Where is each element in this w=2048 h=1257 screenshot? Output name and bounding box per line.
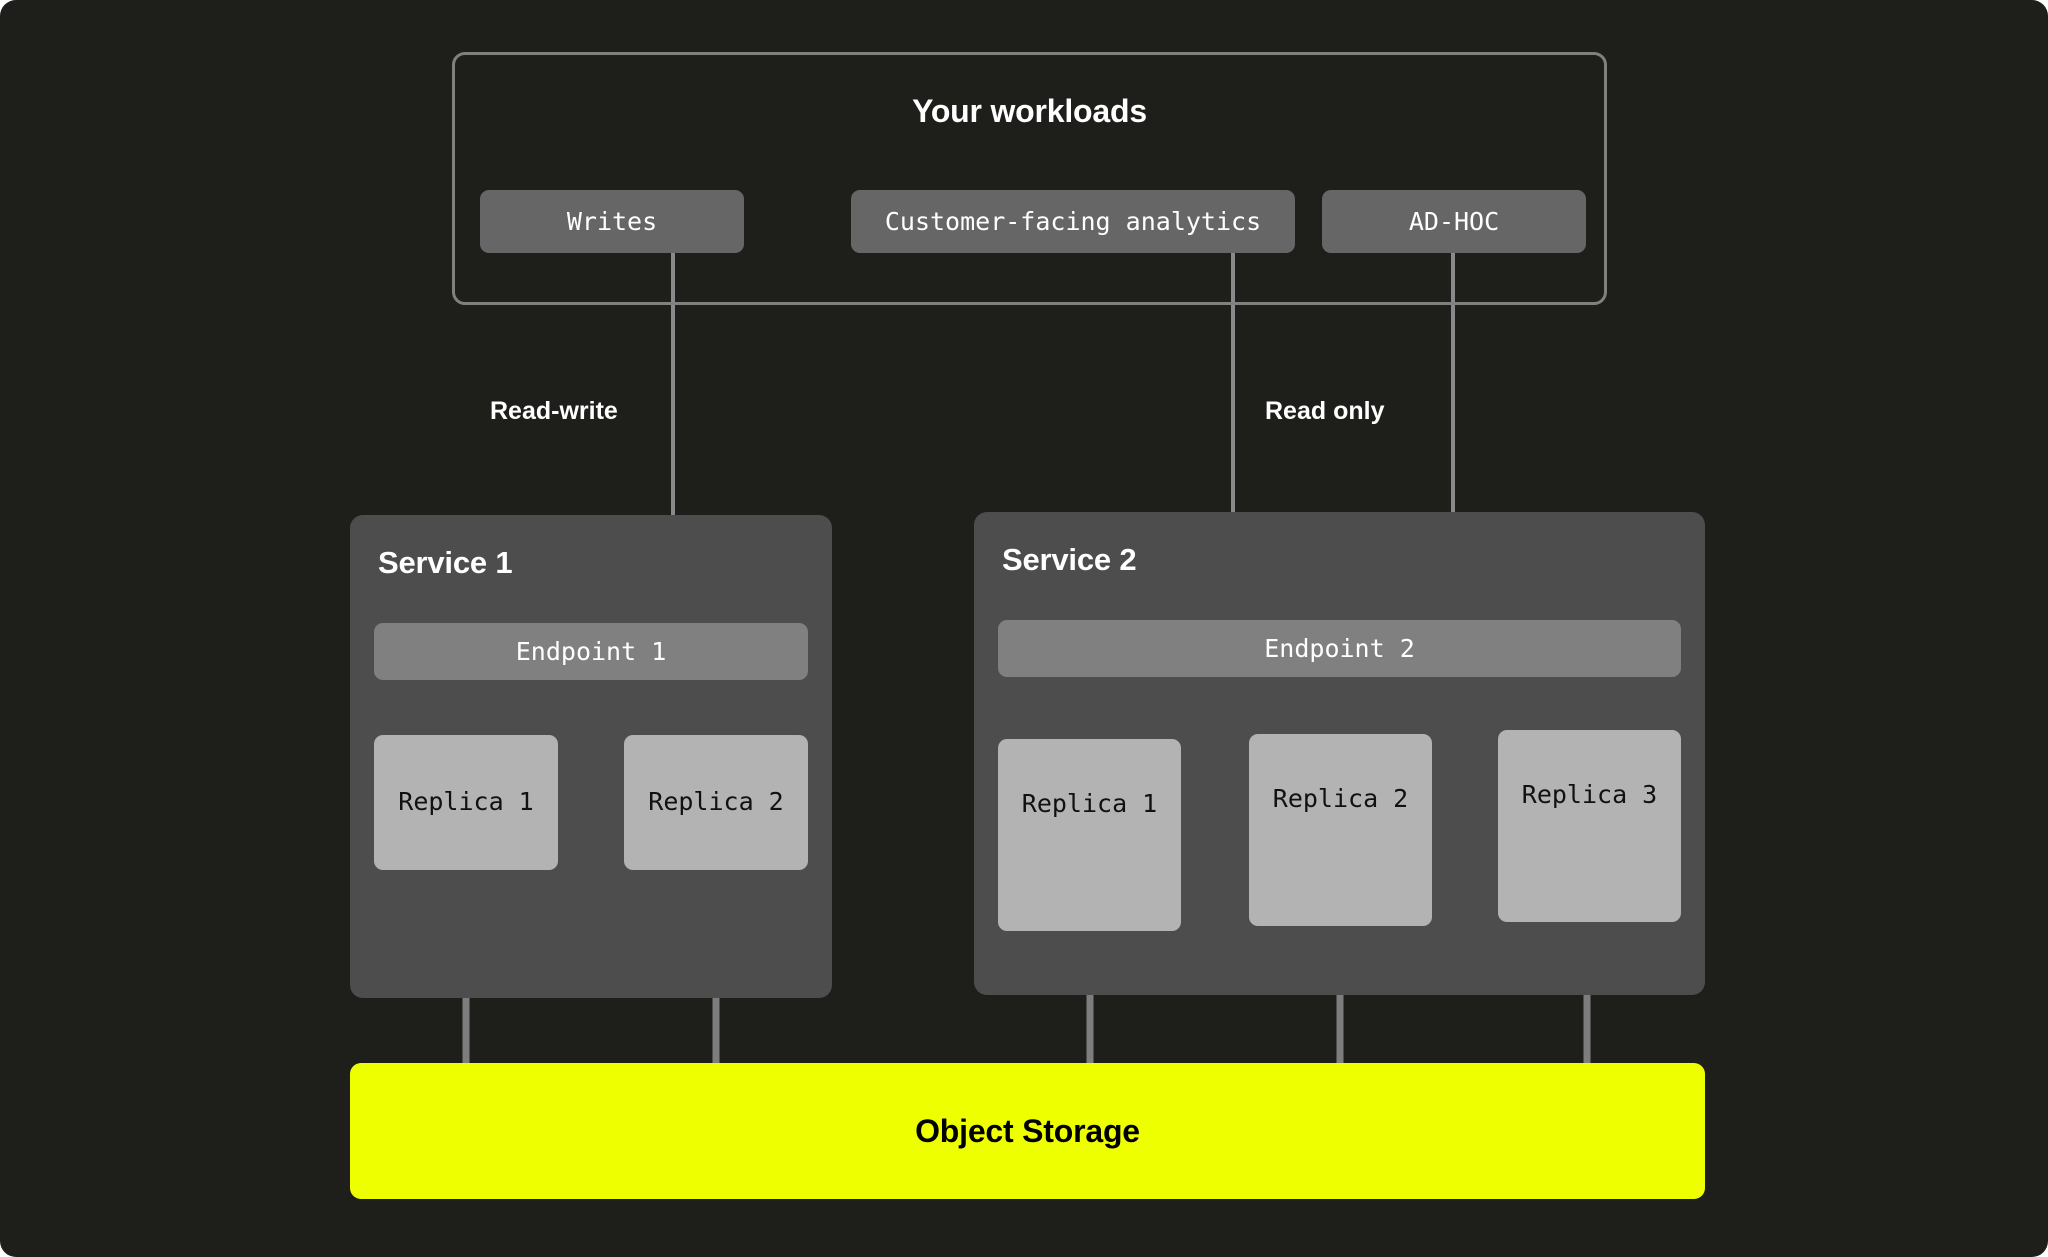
service-panel-1[interactable]: Service 1 Endpoint 1 Replica 1 Replica 2 (350, 515, 832, 998)
workloads-container: Your workloads (452, 52, 1607, 305)
edge-label-read-only: Read only (1265, 397, 1385, 425)
edge-label-read-write: Read-write (490, 397, 618, 425)
service-2-title: Service 2 (1002, 542, 1137, 577)
service-2-replica-3[interactable]: Replica 3 (1498, 730, 1681, 922)
workloads-title: Your workloads (912, 93, 1147, 129)
endpoint-1[interactable]: Endpoint 1 (374, 623, 808, 680)
service-1-title: Service 1 (378, 545, 513, 580)
service-1-replica-1[interactable]: Replica 1 (374, 735, 558, 870)
service-2-replica-2[interactable]: Replica 2 (1249, 734, 1432, 926)
workload-chip-ad-hoc[interactable]: AD-HOC (1322, 190, 1586, 253)
service-panel-2[interactable]: Service 2 Endpoint 2 Replica 1 Replica 2… (974, 512, 1705, 995)
workload-chip-customer-facing-analytics[interactable]: Customer-facing analytics (851, 190, 1295, 253)
endpoint-2[interactable]: Endpoint 2 (998, 620, 1681, 677)
object-storage-bar[interactable]: Object Storage (350, 1063, 1705, 1199)
service-2-replica-1[interactable]: Replica 1 (998, 739, 1181, 931)
service-1-replica-2[interactable]: Replica 2 (624, 735, 808, 870)
workload-chip-writes[interactable]: Writes (480, 190, 744, 253)
